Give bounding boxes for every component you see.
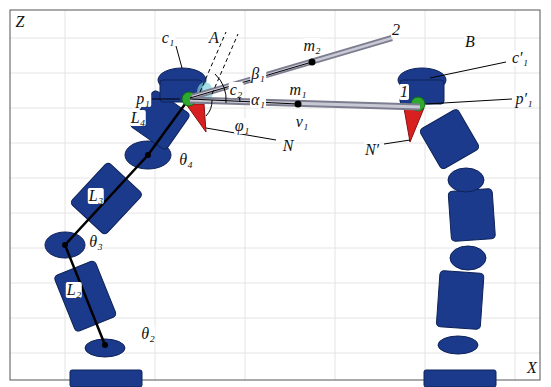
link-lines <box>65 100 188 345</box>
figure-label: β₁ <box>250 66 266 82</box>
figure-label: c₁ <box>161 30 176 46</box>
figure-label: L₄ <box>130 110 146 126</box>
figure-label: θ₃ <box>88 234 103 250</box>
figure-label: 1 <box>399 84 409 100</box>
figure-label: L₃ <box>88 188 104 204</box>
figure-label: m₁ <box>288 82 307 98</box>
bars <box>190 38 420 108</box>
frame <box>10 10 540 380</box>
figure-label: p′₁ <box>514 91 533 107</box>
figure-label: c₂ <box>229 82 244 98</box>
figure-label: N <box>282 138 295 154</box>
figure-label: Z <box>15 14 26 30</box>
right-arm <box>398 68 496 387</box>
figure-label: 2 <box>391 22 401 38</box>
grid <box>10 10 540 380</box>
left-arm <box>45 68 206 387</box>
figure-label: ν₁ <box>295 114 310 130</box>
figure-label: θ₂ <box>140 326 155 342</box>
figure-label: c′₁ <box>511 50 529 66</box>
angle-marks <box>152 32 512 144</box>
figure-label: A <box>208 30 220 46</box>
joint-dots <box>62 152 151 348</box>
figure-label: θ₄ <box>178 152 193 168</box>
figure-label: L₂ <box>66 282 82 298</box>
figure-label: m₂ <box>302 38 321 54</box>
figure-label: B <box>464 34 476 50</box>
figure-label: N′ <box>364 142 380 158</box>
figure-label: p₁ <box>135 91 151 107</box>
figure-label: α₁ <box>250 92 266 108</box>
figure-label: X <box>526 360 538 376</box>
figure-label: φ₁ <box>234 118 250 134</box>
